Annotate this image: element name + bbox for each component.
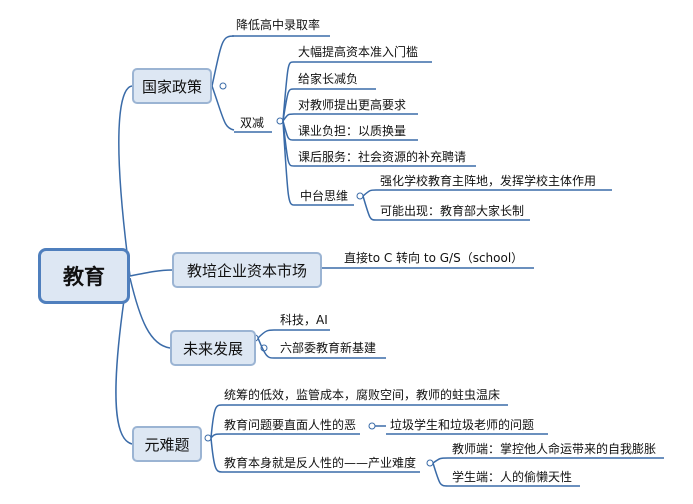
topic-future-item-1[interactable]: 科技，AI xyxy=(280,313,328,327)
branch-policy[interactable]: 国家政策 xyxy=(132,68,212,104)
topic-dr-item-2[interactable]: 给家长减负 xyxy=(298,72,359,86)
branch-problems[interactable]: 元难题 xyxy=(132,426,202,462)
topic-middle-item-1[interactable]: 强化学校教育主阵地，发挥学校主体作用 xyxy=(380,174,597,188)
topic-training-child[interactable]: 直接to C 转向 to G/S（school） xyxy=(344,251,524,265)
branch-training-label: 教培企业资本市场 xyxy=(186,261,307,280)
branch-training[interactable]: 教培企业资本市场 xyxy=(172,252,322,288)
topic-humanity[interactable]: 教育问题要直面人性的恶 xyxy=(224,418,357,432)
branch-policy-label: 国家政策 xyxy=(141,77,202,96)
root-node[interactable]: 教育 xyxy=(38,248,130,304)
topic-future-item-2[interactable]: 六部委教育新基建 xyxy=(280,341,377,355)
topic-anti[interactable]: 教育本身就是反人性的——产业难度 xyxy=(224,456,417,470)
connector-lines xyxy=(115,35,664,487)
topic-lower-enroll[interactable]: 降低高中录取率 xyxy=(236,18,321,32)
topic-middle-platform[interactable]: 中台思维 xyxy=(300,189,349,203)
topic-problems-item-1[interactable]: 统筹的低效，监管成本，腐败空间，教师的蛀虫温床 xyxy=(224,388,501,402)
topic-anti-item-2[interactable]: 学生端：人的偷懒天性 xyxy=(452,470,573,484)
topic-dr-item-4[interactable]: 课业负担：以质换量 xyxy=(298,124,407,138)
topic-double-reduction[interactable]: 双减 xyxy=(240,116,265,130)
branch-problems-label: 元难题 xyxy=(144,435,190,454)
topic-anti-item-1[interactable]: 教师端：掌控他人命运带来的自我膨胀 xyxy=(452,442,657,456)
topic-humanity-child[interactable]: 垃圾学生和垃圾老师的问题 xyxy=(390,418,535,432)
branch-future-label: 未来发展 xyxy=(182,339,243,358)
topic-dr-item-5[interactable]: 课后服务：社会资源的补充聘请 xyxy=(298,150,467,164)
branch-future[interactable]: 未来发展 xyxy=(170,330,256,366)
topic-dr-item-3[interactable]: 对教师提出更高要求 xyxy=(298,98,407,112)
topic-dr-item-1[interactable]: 大幅提高资本准入门槛 xyxy=(298,45,419,59)
topic-middle-item-2[interactable]: 可能出现：教育部大家长制 xyxy=(380,204,525,218)
